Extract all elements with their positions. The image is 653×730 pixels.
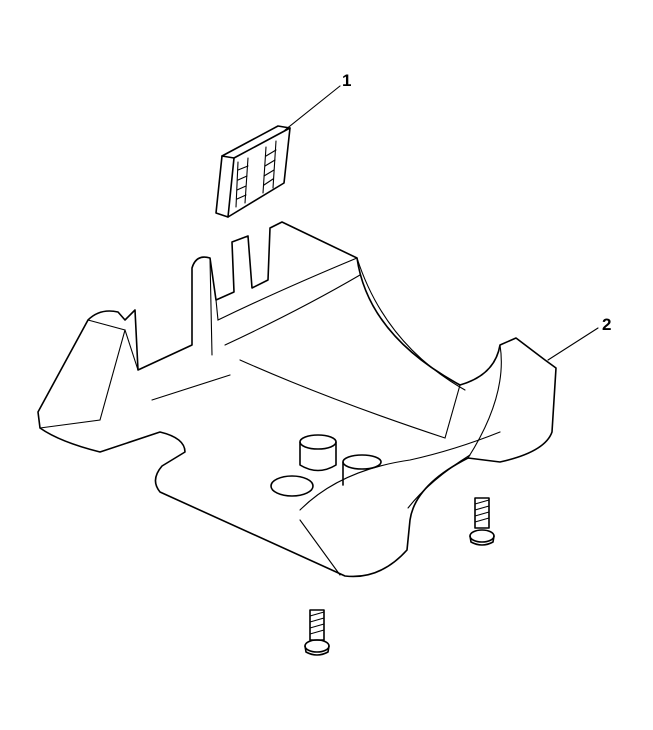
callout-label-2: 2 xyxy=(602,315,611,334)
callout-label-1: 1 xyxy=(342,71,351,90)
lower-cover-part xyxy=(37,221,557,578)
leader-line-1 xyxy=(284,85,341,131)
screw-right xyxy=(469,497,495,546)
leader-line-2 xyxy=(547,327,599,361)
clip-part xyxy=(215,125,291,218)
screw-bottom xyxy=(304,609,330,656)
